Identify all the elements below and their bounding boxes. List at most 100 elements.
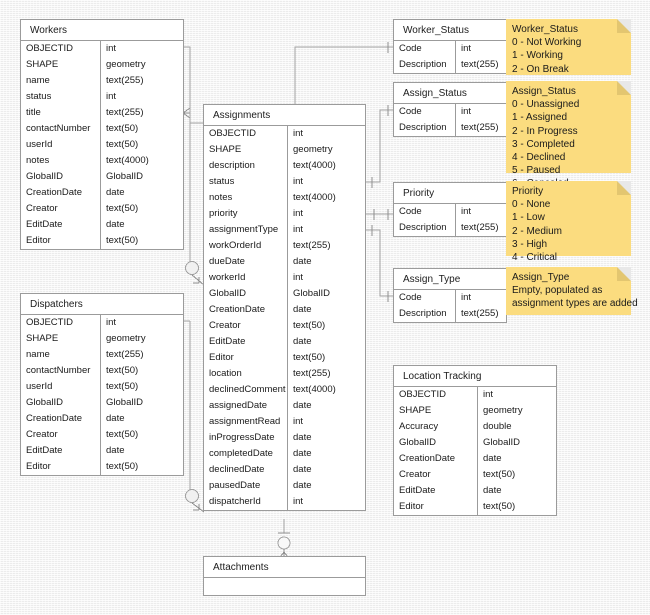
field-type: text(255) <box>293 240 331 251</box>
field-name: EditDate <box>204 334 288 350</box>
field-name: CreationDate <box>394 451 478 467</box>
note-fold-icon <box>617 267 631 281</box>
connector-assignments-priority <box>366 209 393 220</box>
field-name: description <box>204 158 288 174</box>
note-line: 5 - Paused <box>512 165 561 177</box>
field-name: CreationDate <box>21 411 101 427</box>
field-type: text(255) <box>461 59 499 70</box>
entity-title-dispatchers: Dispatchers <box>21 294 183 315</box>
note-line: 2 - On Break <box>512 63 569 75</box>
field-type: text(50) <box>293 320 326 331</box>
field-name: assignmentRead <box>204 414 288 430</box>
field-name: Creator <box>21 201 101 217</box>
field-type: date <box>293 400 312 411</box>
field-type: geometry <box>106 59 146 70</box>
field-type: text(50) <box>106 381 139 392</box>
field-name: completedDate <box>204 446 288 462</box>
field-name: priority <box>204 206 288 222</box>
field-name: inProgressDate <box>204 430 288 446</box>
field-type: date <box>293 256 312 267</box>
field-name: GlobalID <box>204 286 288 302</box>
note-fold-icon <box>617 19 631 33</box>
field-type: geometry <box>293 144 333 155</box>
note-line: 2 - Medium <box>512 225 563 237</box>
field-name: notes <box>204 190 288 206</box>
field-type: text(50) <box>106 123 139 134</box>
field-type: text(255) <box>461 308 499 319</box>
field-type: int <box>461 206 472 217</box>
field-name: EditDate <box>21 443 101 459</box>
field-name: SHAPE <box>394 403 478 419</box>
field-type: text(4000) <box>293 384 336 395</box>
field-name: Code <box>394 41 456 57</box>
note-line: 1 - Low <box>512 212 545 224</box>
field-name: Code <box>394 104 456 120</box>
field-type: date <box>106 219 125 230</box>
field-name: pausedDate <box>204 478 288 494</box>
entity-title-assign-type: Assign_Type <box>394 269 506 290</box>
note-line: Worker_Status <box>512 24 578 35</box>
note-line: Assign_Status <box>512 86 576 97</box>
field-type: text(255) <box>106 75 144 86</box>
note-line: 3 - High <box>512 238 548 250</box>
entity-attachments[interactable]: Attachments <box>203 556 366 596</box>
field-name: GlobalID <box>21 169 101 185</box>
field-type: date <box>483 485 502 496</box>
note-fold-icon <box>617 181 631 195</box>
field-type: text(50) <box>106 429 139 440</box>
field-name: Description <box>394 57 456 73</box>
field-name: Accuracy <box>394 419 478 435</box>
field-name: Editor <box>21 233 101 249</box>
entity-title-worker-status: Worker_Status <box>394 20 506 41</box>
field-name: declinedComment <box>204 382 288 398</box>
connector-assignments-dispatcherid <box>183 320 205 513</box>
entity-title-attachments: Attachments <box>204 557 365 578</box>
field-type: int <box>293 176 304 187</box>
connector-assignments-status <box>366 105 393 188</box>
connector-assignments-attachments <box>276 519 292 562</box>
